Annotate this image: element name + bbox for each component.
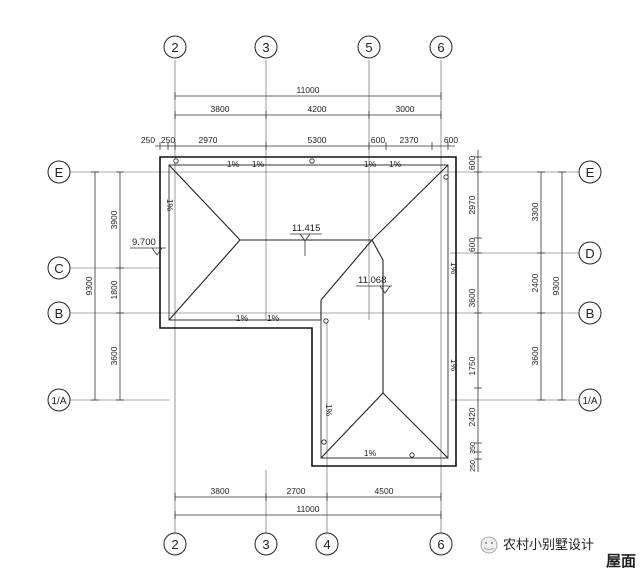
bottom-dimensions: 3800 2700 4500 11000 (174, 486, 442, 519)
elevation-11415: 11.415 (292, 223, 320, 234)
dim-right-2400: 2400 (530, 273, 540, 292)
dim-bottom-total: 11000 (296, 504, 319, 514)
watermark-title: 屋面 (606, 553, 636, 570)
dim-bottom-2700: 2700 (287, 486, 306, 496)
axis-right-b: B (586, 306, 595, 321)
axis-bottom-3: 3 (262, 537, 269, 552)
axis-labels-top: 2 3 5 6 (163, 35, 453, 59)
dim-top-600-b: 600 (444, 135, 458, 145)
axis-grid-lines (70, 60, 600, 535)
slope-label: 1% (364, 448, 377, 458)
axis-left-c: C (54, 261, 63, 276)
axis-bottom-2: 2 (171, 537, 178, 552)
slope-label: 1% (449, 262, 459, 275)
roof-outline (159, 156, 457, 467)
axis-top-6: 6 (437, 40, 444, 55)
dim-right-3300: 3300 (530, 202, 540, 221)
dim-bottom-3800: 3800 (211, 486, 230, 496)
watermark: 农村小别墅设计 屋面 (480, 536, 636, 570)
wechat-icon (480, 536, 498, 554)
dim-right-3600-b: 3600 (530, 346, 540, 365)
dim-right-2420: 2420 (467, 407, 477, 426)
elevation-11068: 11.068 (358, 275, 386, 286)
dim-right-9300: 9300 (551, 276, 561, 295)
axis-top-2: 2 (171, 40, 178, 55)
dim-top-600-a: 600 (371, 135, 385, 145)
axis-labels-bottom: 2 3 4 6 (163, 532, 453, 556)
dim-right-350: 350 (470, 442, 477, 454)
roof-drains (173, 158, 449, 458)
dim-left-3900: 3900 (109, 210, 119, 229)
axis-bottom-6: 6 (437, 537, 444, 552)
slope-label: 1% (165, 199, 175, 212)
dim-left-9300: 9300 (84, 276, 94, 295)
top-dimensions: 11000 3800 4200 3000 250 250 2970 5300 6… (141, 85, 458, 150)
slope-label: 1% (364, 159, 377, 169)
slope-label: 1% (389, 159, 402, 169)
dim-right-250: 250 (470, 460, 477, 472)
slope-label: 1% (227, 159, 240, 169)
slope-labels: 1% 1% 1% 1% 1% 1% 1% 1% 1% 1% 1% (165, 159, 459, 458)
left-dimensions: 9300 3900 1800 3600 (84, 171, 124, 401)
elevation-9700: 9.700 (132, 237, 156, 248)
dim-right-1750: 1750 (467, 356, 477, 375)
right-dimensions: 600 2970 600 3600 1750 2420 350 250 3300… (467, 150, 566, 472)
axis-right-d: D (585, 246, 594, 261)
axis-right-e: E (586, 165, 595, 180)
dim-top-5300: 5300 (308, 135, 327, 145)
dim-right-600-a: 600 (467, 156, 477, 170)
axis-left-1a: 1/A (51, 396, 66, 407)
dim-top-2370: 2370 (400, 135, 419, 145)
dim-top-2970: 2970 (199, 135, 218, 145)
slope-label: 1% (236, 313, 249, 323)
dim-bottom-4500: 4500 (375, 486, 394, 496)
dim-top-3000: 3000 (396, 104, 415, 114)
axis-labels-right: E D B 1/A (578, 160, 602, 412)
axis-left-b: B (55, 306, 64, 321)
axis-right-1a: 1/A (582, 396, 597, 407)
dim-right-2970: 2970 (467, 195, 477, 214)
watermark-brand: 农村小别墅设计 (503, 537, 594, 552)
dim-left-3600: 3600 (109, 346, 119, 365)
dim-top-250-a: 250 (141, 135, 155, 145)
elevation-marks: 11.415 9.700 11.068 (130, 223, 392, 294)
roof-ridges (168, 164, 449, 459)
axis-left-e: E (55, 165, 64, 180)
axis-bottom-4: 4 (323, 537, 330, 552)
slope-label: 1% (324, 404, 334, 417)
dim-right-3600: 3600 (467, 288, 477, 307)
slope-label: 1% (267, 313, 280, 323)
axis-labels-left: E C B 1/A (47, 160, 71, 412)
dim-top-250-b: 250 (161, 135, 175, 145)
dim-top-4200: 4200 (308, 104, 327, 114)
axis-top-5: 5 (365, 40, 372, 55)
axis-top-3: 3 (262, 40, 269, 55)
slope-label: 1% (252, 159, 265, 169)
dim-right-600-b: 600 (467, 238, 477, 252)
dim-left-1800: 1800 (109, 280, 119, 299)
dim-top-3800: 3800 (211, 104, 230, 114)
slope-label: 1% (449, 359, 459, 372)
dim-top-total: 11000 (296, 85, 319, 95)
